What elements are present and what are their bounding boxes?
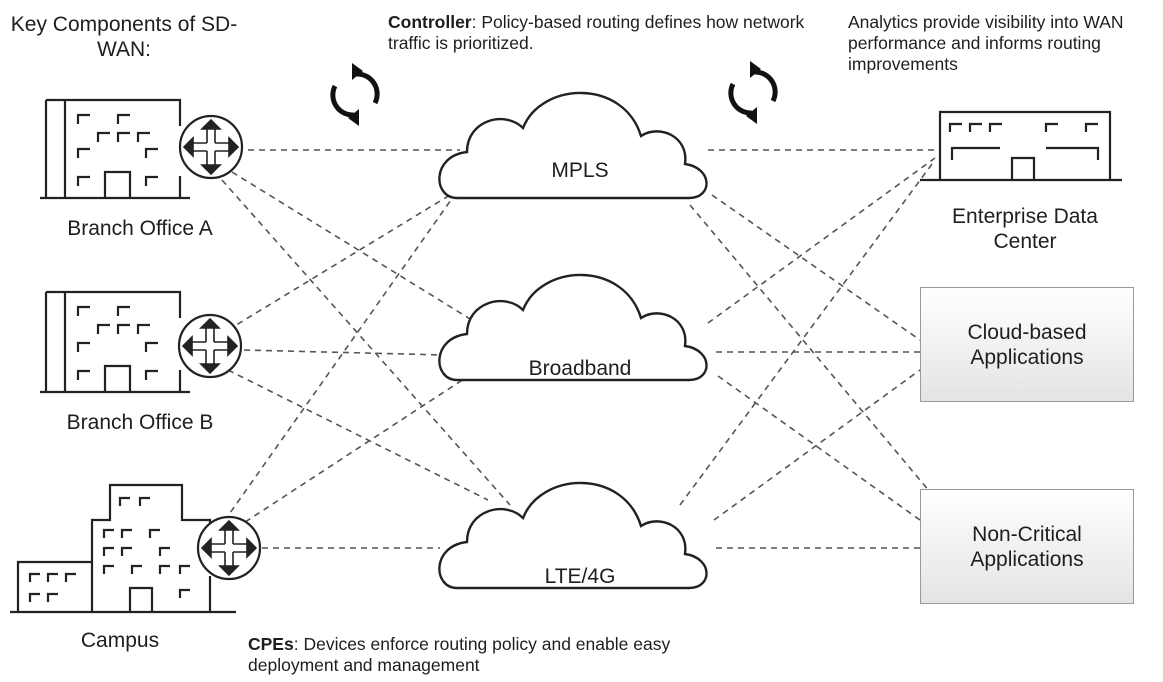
destination-label-data-center: Enterprise Data Center [952, 205, 1098, 253]
campus-building-icon [10, 483, 236, 614]
network-label-lte: LTE/4G [544, 565, 616, 588]
link-lte-dc [679, 159, 936, 506]
link-b-broadband [243, 349, 446, 356]
destination-label-cloud-apps: Cloud-based Applications [967, 320, 1087, 369]
analytics-cycle-icon [728, 61, 778, 124]
diagram-title: Key Components of SD-WAN: [10, 13, 238, 61]
site-label-campus: Campus [80, 629, 160, 652]
link-c-broadband [235, 374, 471, 529]
branch-b-building-icon [40, 290, 190, 394]
link-mpls-noncritical [689, 204, 931, 493]
link-broadband-dc [707, 157, 936, 324]
link-lte-cloud [713, 369, 921, 521]
link-mpls-cloud [711, 194, 921, 341]
data-center-building-icon [920, 110, 1122, 182]
network-label-mpls: MPLS [551, 159, 609, 182]
controller-text: : Policy-based routing defines how netwo… [388, 12, 805, 53]
cpe-term: CPEs [248, 634, 294, 654]
cpe-text: : Devices enforce routing policy and ena… [248, 634, 671, 675]
router-a-icon [178, 114, 244, 180]
connection-lines [217, 149, 940, 549]
controller-term: Controller [388, 12, 472, 32]
destination-label-noncritical-apps: Non-Critical Applications [970, 522, 1084, 571]
link-b-mpls [227, 194, 451, 331]
cloud-apps-box: Cloud-based Applications [920, 287, 1134, 402]
network-label-broadband: Broadband [528, 357, 632, 380]
analytics-note: Analytics provide visibility into WAN pe… [848, 12, 1124, 74]
router-b-icon [177, 313, 243, 379]
controller-cycle-icon [330, 63, 380, 126]
cpe-note: CPEs: Devices enforce routing policy and… [248, 634, 728, 676]
branch-a-building-icon [40, 98, 190, 200]
link-b-lte [227, 369, 489, 501]
site-label-branch-a: Branch Office A [67, 217, 213, 240]
controller-note: Controller: Policy-based routing defines… [388, 12, 808, 54]
router-campus-icon [196, 515, 262, 581]
noncritical-apps-box: Non-Critical Applications [920, 489, 1134, 604]
site-label-branch-b: Branch Office B [66, 411, 214, 434]
link-broadband-noncritical [717, 375, 921, 521]
link-c-mpls [217, 189, 459, 531]
